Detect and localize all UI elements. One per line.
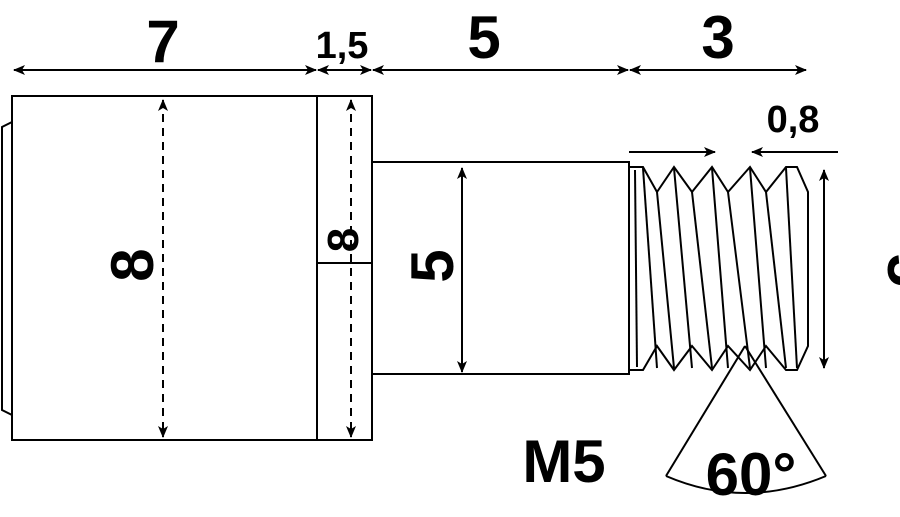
part-outline	[1, 95, 630, 441]
thread-angle-label: 60°	[706, 441, 797, 508]
thread-angle-callout	[665, 345, 827, 494]
head-diameter-label: 8	[99, 248, 166, 281]
collar-length-label: 1,5	[316, 25, 369, 67]
collar-diameter-label: 8	[319, 228, 368, 252]
collar-body	[316, 95, 373, 441]
thread-length-label: 3	[701, 4, 734, 71]
head-chamfer	[1, 121, 13, 416]
shank-body	[371, 161, 630, 375]
thread-section	[628, 165, 809, 372]
shank-diameter-label: 5	[399, 249, 466, 282]
thread-diameter-label: 5	[875, 253, 900, 286]
shank-length-label: 5	[467, 4, 500, 71]
head-length-label: 7	[146, 8, 179, 75]
thread-pitch-label: 0,8	[767, 99, 820, 141]
thread-flanks	[634, 167, 798, 369]
thread-designation-label: M5	[522, 428, 605, 495]
